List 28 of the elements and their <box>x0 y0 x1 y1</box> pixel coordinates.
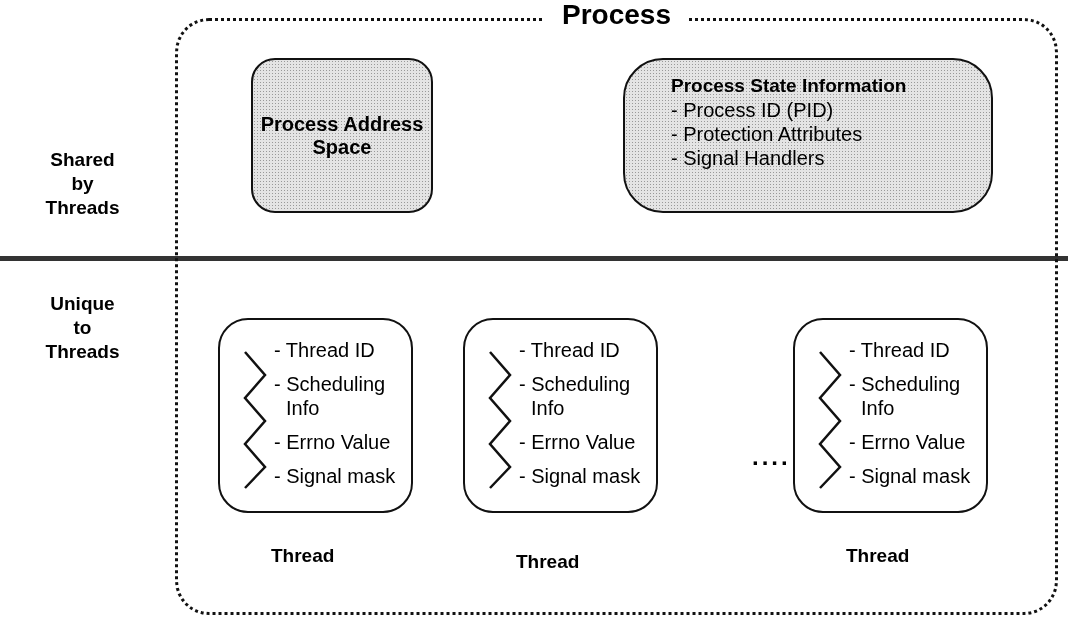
list-item: - Errno Value <box>274 430 392 454</box>
list-item: - Errno Value <box>519 430 637 454</box>
thread-box <box>218 318 413 513</box>
thread-box <box>463 318 658 513</box>
side-label: Unique to Threads <box>44 292 121 364</box>
list-item: - Scheduling Info <box>849 372 962 420</box>
list-item: - Signal mask <box>519 464 642 488</box>
ellipsis: .... <box>752 445 791 469</box>
thread-caption: Thread <box>846 545 910 567</box>
box-label: Process Address Space <box>259 112 425 159</box>
box-heading: Process State Information <box>671 74 908 98</box>
list-item: - Thread ID <box>849 338 951 362</box>
list-item: - Signal mask <box>274 464 397 488</box>
list-item: - Scheduling Info <box>519 372 632 420</box>
thread-caption: Thread <box>516 551 580 573</box>
list-item: - Thread ID <box>519 338 621 362</box>
list-item: - Thread ID <box>274 338 376 362</box>
list-item: - Errno Value <box>849 430 967 454</box>
side-label: Shared by Threads <box>44 148 121 220</box>
state-box <box>623 58 993 213</box>
list-item: - Signal mask <box>849 464 972 488</box>
list-item: - Scheduling Info <box>274 372 387 420</box>
list-item: - Protection Attributes <box>671 122 864 146</box>
thread-box <box>793 318 988 513</box>
memory-box <box>251 58 433 213</box>
list-item: - Signal Handlers <box>671 146 826 170</box>
list-item: - Process ID (PID) <box>671 98 835 122</box>
thread-caption: Thread <box>271 545 335 567</box>
